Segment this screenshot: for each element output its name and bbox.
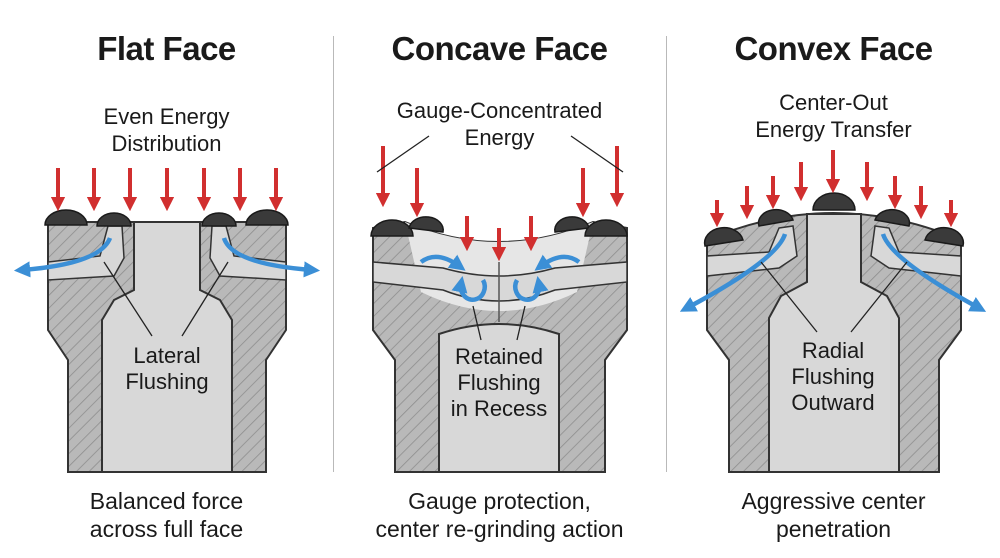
central-channel xyxy=(768,213,900,473)
carbide-button xyxy=(874,208,911,227)
flush-arrow xyxy=(513,276,549,302)
caption-convex: Aggressive center penetration xyxy=(741,488,926,542)
flush-arrow xyxy=(419,254,466,271)
carbide-button xyxy=(201,212,237,227)
central-channel xyxy=(101,221,233,473)
carbide-button xyxy=(44,209,88,226)
flush-arrow xyxy=(679,233,788,312)
flush-arrow xyxy=(13,237,113,278)
flushing-label-concave: Retained Flushing in Recess xyxy=(450,344,548,421)
flush-arrow xyxy=(880,233,987,312)
panel-convex-face: Convex Face Center-Out Energy Transfer xyxy=(667,0,1000,558)
concave-face-bit-diagram xyxy=(370,135,628,473)
convex-face-bit-diagram xyxy=(679,150,987,473)
carbide-button xyxy=(584,219,628,237)
panel-flat-face: Flat Face Even Energy Distribution xyxy=(0,0,333,558)
panel-concave-face: Concave Face Gauge-Concentrated Energy xyxy=(333,0,666,558)
flushing-port-left xyxy=(706,225,798,277)
flush-arrow xyxy=(221,237,321,278)
carbide-button xyxy=(757,208,794,227)
panel-title-concave: Concave Face xyxy=(391,30,608,67)
flushing-port-right xyxy=(209,225,287,281)
carbide-button xyxy=(812,192,856,211)
panel-title-flat: Flat Face xyxy=(97,30,236,67)
flushing-port-right xyxy=(870,225,962,277)
flush-arrow xyxy=(534,254,581,271)
flush-arrow xyxy=(451,276,487,302)
carbide-button xyxy=(408,216,444,233)
carbide-button xyxy=(703,227,744,247)
divider xyxy=(666,36,667,472)
central-channel xyxy=(438,323,560,473)
caption-flat: Balanced force across full face xyxy=(89,488,244,542)
caption-concave: Gauge protection, center re-grinding act… xyxy=(375,488,624,542)
carbide-button xyxy=(96,212,132,227)
flat-face-bit-diagram xyxy=(13,168,321,473)
flushing-label-flat: Lateral Flushing xyxy=(125,343,209,394)
divider xyxy=(333,36,334,472)
energy-label-convex: Center-Out Energy Transfer xyxy=(755,90,912,142)
energy-label-concave: Gauge-Concentrated Energy xyxy=(396,98,603,150)
carbide-button xyxy=(370,219,414,237)
carbide-button xyxy=(924,227,965,247)
panel-title-convex: Convex Face xyxy=(734,30,933,67)
carbide-button xyxy=(245,209,289,226)
carbide-button xyxy=(554,216,590,233)
flushing-label-convex: Radial Flushing Outward xyxy=(791,338,875,415)
energy-label-flat: Even Energy Distribution xyxy=(103,104,230,156)
